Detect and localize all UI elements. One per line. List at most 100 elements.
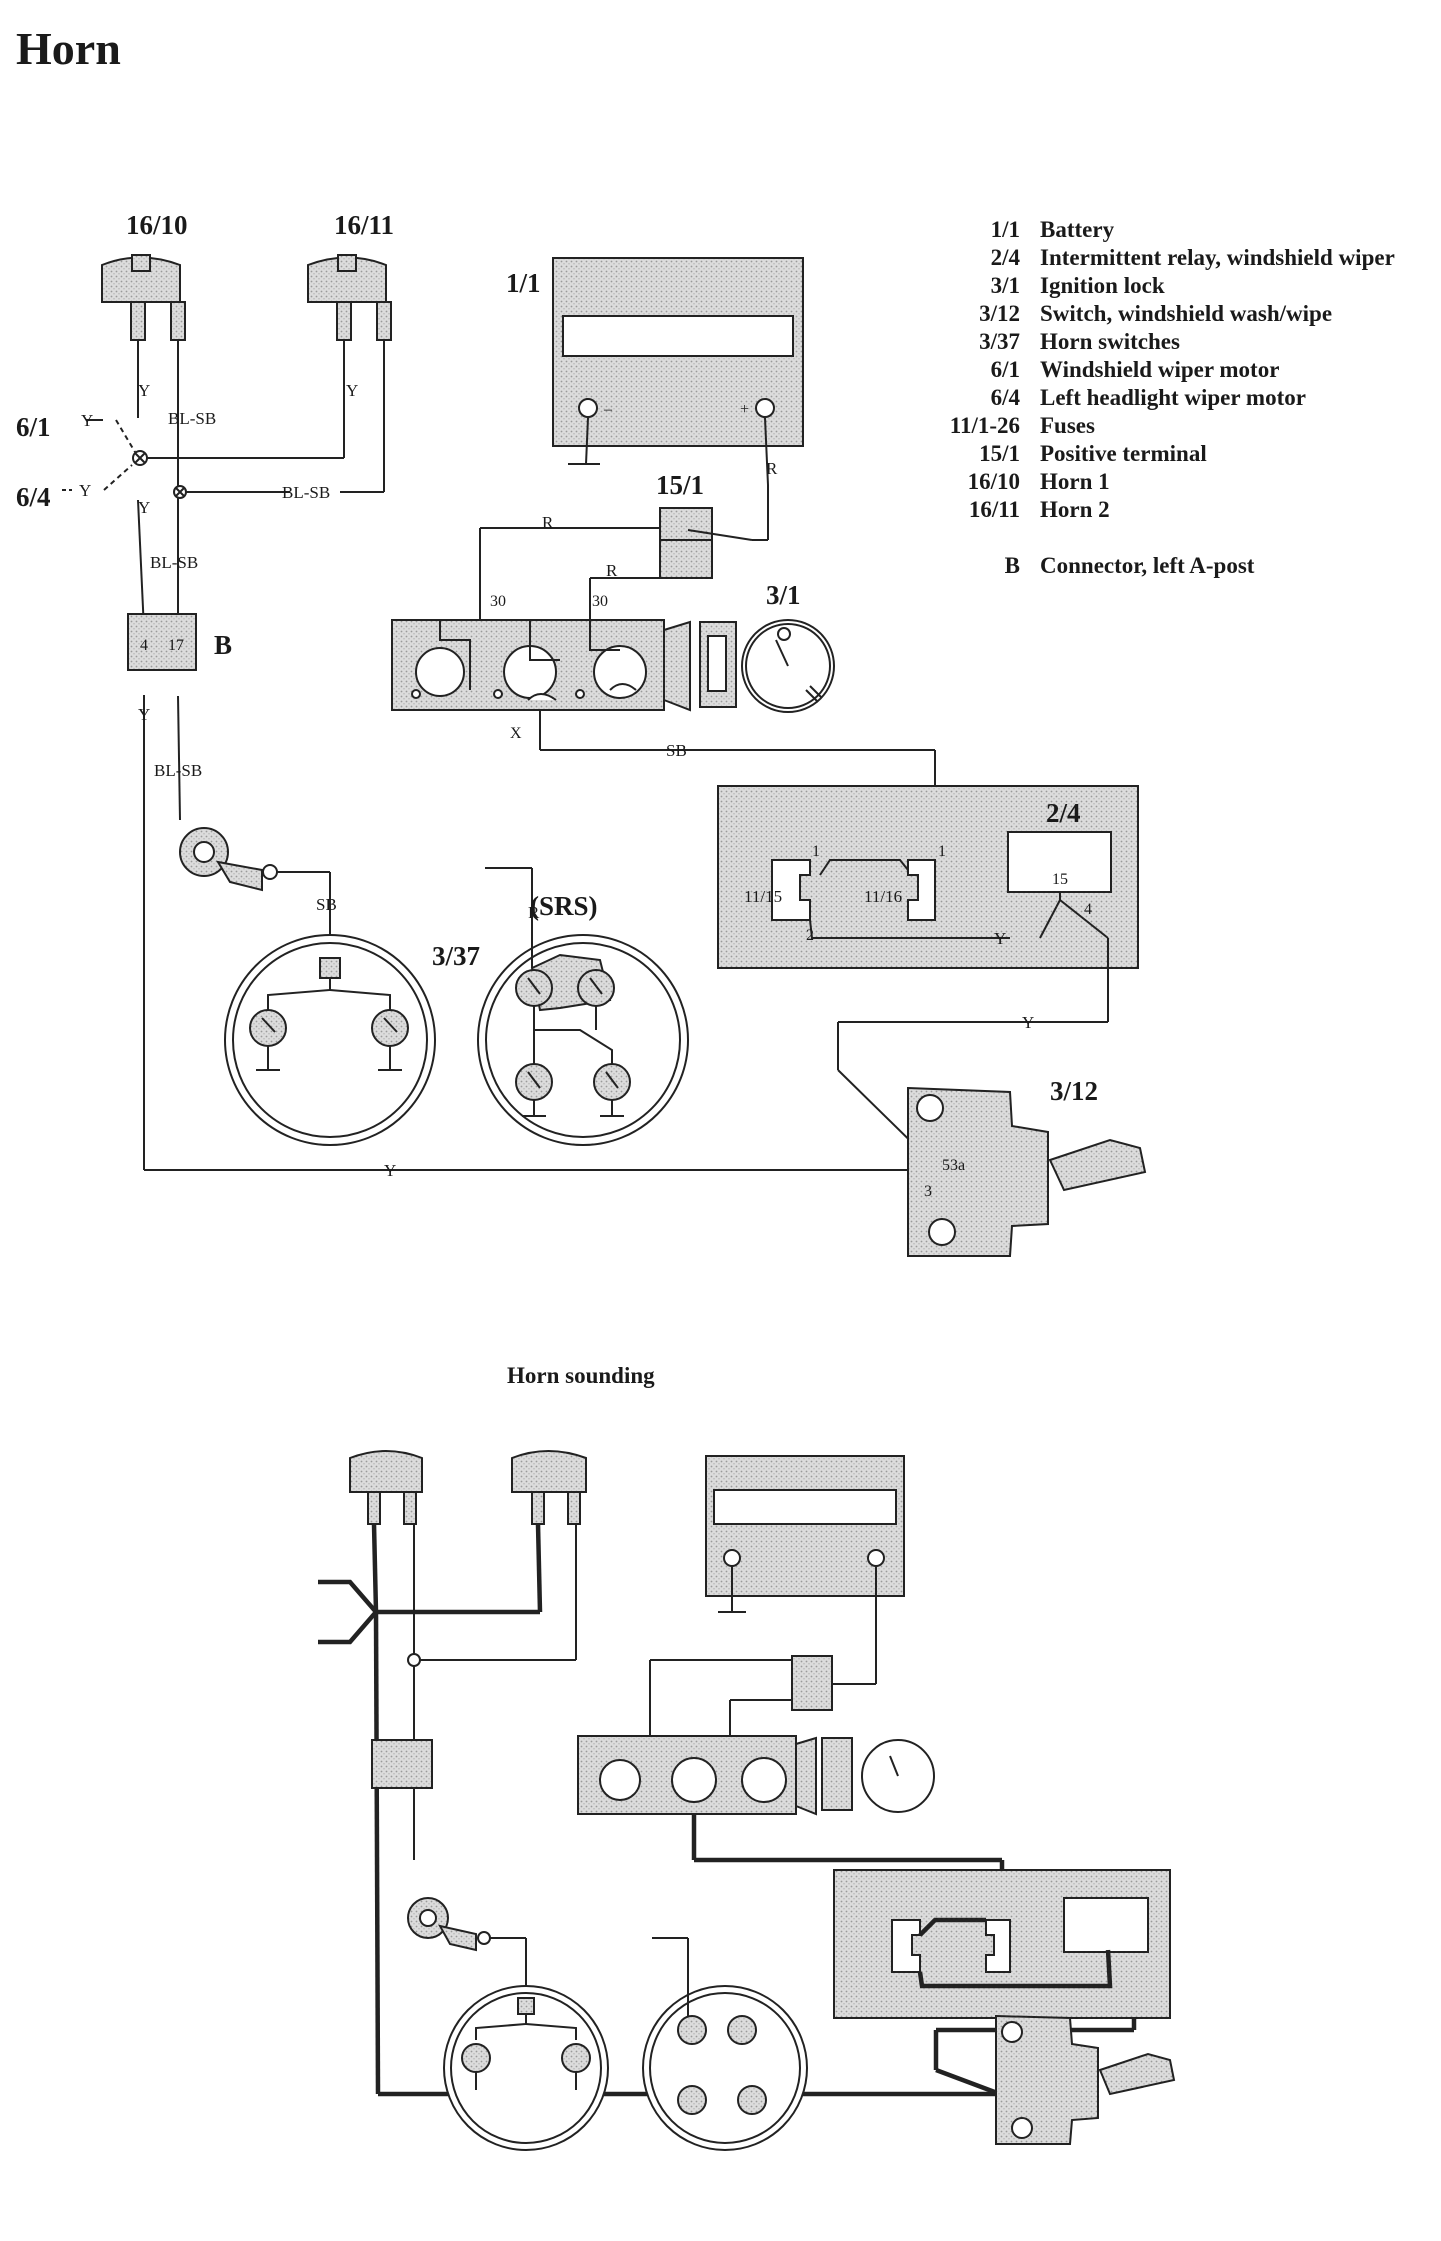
legend-code: 3/1 — [990, 273, 1020, 298]
legend-code: 16/10 — [967, 469, 1020, 494]
legend-code: 3/12 — [979, 301, 1020, 326]
legend-desc: Left headlight wiper motor — [1040, 385, 1306, 410]
legend-row: 6/1 Windshield wiper motor — [880, 356, 1395, 384]
label-horn1: 16/10 — [126, 210, 188, 240]
horn-1 — [101, 254, 186, 341]
wire-blsb-mid: BL-SB — [150, 553, 198, 572]
wire-sb-ign: SB — [666, 741, 687, 760]
legend-row: 6/4 Left headlight wiper motor — [880, 384, 1395, 412]
pin-30-a: 30 — [490, 593, 506, 610]
legend-desc: Horn switches — [1040, 329, 1180, 354]
legend-row: 1/1 Battery — [880, 216, 1395, 244]
legend-desc: Intermittent relay, windshield wiper — [1040, 245, 1395, 270]
ignition-lock — [741, 619, 835, 713]
bottom-diagram — [318, 1450, 1176, 2151]
legend-code: B — [1004, 553, 1020, 578]
wire-r-batt: R — [766, 459, 778, 478]
wire-y-relay: Y — [994, 929, 1006, 948]
horn-switch-pad-srs — [477, 867, 689, 1146]
label-srs: (SRS) — [530, 891, 598, 921]
legend-row: 3/1 Ignition lock — [880, 272, 1395, 300]
label-horn2: 16/11 — [334, 210, 394, 240]
legend-row: 15/1 Positive terminal — [880, 440, 1395, 468]
top-labels: 16/10 16/11 1/1 15/1 3/1 B 2/4 3/37 (SRS… — [16, 210, 1098, 1200]
batt-minus: – — [603, 401, 613, 418]
wash-wipe-switch — [907, 1086, 1147, 1257]
wire-r-2: R — [606, 561, 618, 580]
legend-code: 15/1 — [979, 441, 1020, 466]
legend-desc: Fuses — [1040, 413, 1095, 438]
label-horn-switch: 3/37 — [432, 941, 480, 971]
pin-c4: 4 — [140, 637, 148, 654]
wire-r-srs: R — [528, 903, 540, 922]
pin-x: X — [510, 725, 522, 742]
label-wiper-motor: 6/1 — [16, 412, 51, 442]
legend-row: 16/10 Horn 1 — [880, 468, 1395, 496]
legend-code: 11/1-26 — [949, 413, 1020, 438]
top-diagram — [62, 254, 1147, 1257]
horn-sounding-title: Horn sounding — [507, 1363, 655, 1388]
legend-row: 11/1-26 Fuses — [880, 412, 1395, 440]
legend-desc: Connector, left A-post — [1040, 553, 1255, 578]
label-15-1: 15/1 — [656, 470, 704, 500]
legend-desc: Ignition lock — [1040, 273, 1165, 298]
legend-desc: Battery — [1040, 217, 1115, 242]
legend-desc: Positive terminal — [1040, 441, 1207, 466]
pin-3: 3 — [924, 1183, 932, 1200]
legend-code: 6/4 — [990, 385, 1020, 410]
wire-y-return: Y — [1022, 1013, 1034, 1032]
legend-desc: Switch, windshield wash/wipe — [1040, 301, 1333, 326]
pin-c17: 17 — [168, 637, 184, 654]
legend-code: 6/1 — [990, 357, 1020, 382]
legend-code: 1/1 — [990, 217, 1020, 242]
fuse-11-16: 11/16 — [864, 887, 902, 906]
label-battery: 1/1 — [506, 268, 541, 298]
batt-plus: + — [740, 401, 749, 418]
legend-row-connector: B Connector, left A-post — [880, 552, 1395, 580]
wire-y-61: Y — [81, 411, 93, 430]
wire-y-h1: Y — [138, 381, 150, 400]
ignition-panel — [391, 619, 737, 712]
legend-row: 3/37 Horn switches — [880, 328, 1395, 356]
pin-30-b: 30 — [592, 593, 608, 610]
wire-y-64: Y — [79, 481, 91, 500]
label-relay: 2/4 — [1046, 798, 1081, 828]
label-wash-switch: 3/12 — [1050, 1076, 1098, 1106]
pin-1-a: 1 — [812, 843, 820, 860]
label-connector: B — [214, 630, 232, 660]
wire-y-mid: Y — [138, 498, 150, 517]
wire-r-1: R — [542, 513, 554, 532]
pin-1-b: 1 — [938, 843, 946, 860]
horn-2 — [307, 254, 392, 341]
wire-blsb-low: BL-SB — [154, 761, 202, 780]
pin-4: 4 — [1084, 901, 1092, 918]
wire-y-h2: Y — [346, 381, 358, 400]
pin-2: 2 — [806, 927, 814, 944]
intermittent-relay — [717, 785, 1139, 969]
page-title: Horn — [16, 23, 121, 74]
wire-blsb-h1: BL-SB — [168, 409, 216, 428]
pin-15: 15 — [1052, 871, 1068, 888]
legend-code: 3/37 — [979, 329, 1020, 354]
label-ign-lock: 3/1 — [766, 580, 801, 610]
wire-y-low: Y — [138, 705, 150, 724]
legend-desc: Horn 2 — [1040, 497, 1110, 522]
legend-code: 2/4 — [990, 245, 1020, 270]
legend-desc: Windshield wiper motor — [1040, 357, 1280, 382]
fuse-11-15: 11/15 — [744, 887, 782, 906]
wire-sb-horn: SB — [316, 895, 337, 914]
label-hl-motor: 6/4 — [16, 482, 51, 512]
horn-contact — [179, 827, 331, 958]
component-legend: 1/1 Battery 2/4 Intermittent relay, windshi… — [880, 216, 1395, 580]
legend-desc: Horn 1 — [1040, 469, 1110, 494]
pin-53a: 53a — [942, 1157, 965, 1174]
battery — [552, 257, 804, 486]
wire-blsb-h2: BL-SB — [282, 483, 330, 502]
wire-y-bottom: Y — [384, 1161, 396, 1180]
legend-row: 3/12 Switch, windshield wash/wipe — [880, 300, 1395, 328]
horn-switch-pad-left — [224, 934, 436, 1146]
legend-row: 2/4 Intermittent relay, windshield wiper — [880, 244, 1395, 272]
